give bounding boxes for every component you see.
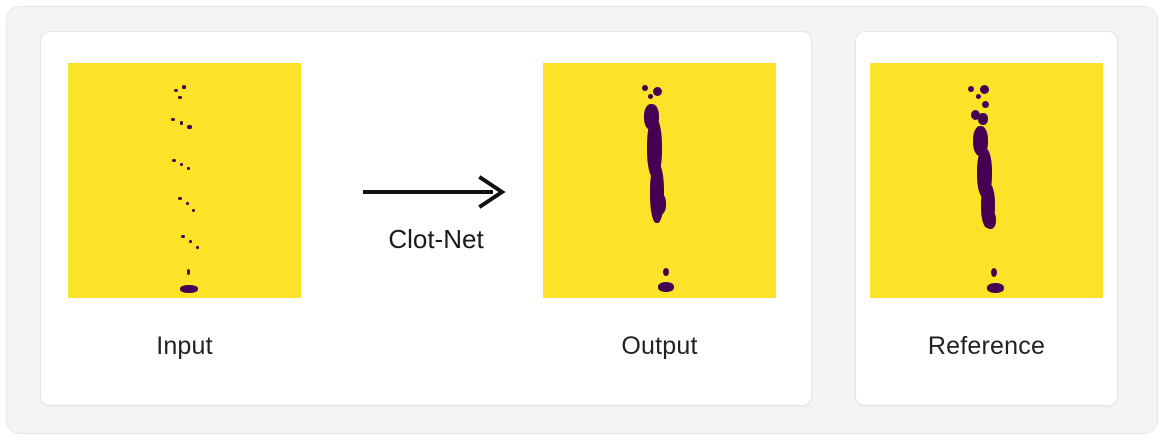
mask-blob (186, 202, 189, 205)
mask-blob (987, 283, 1004, 293)
mask-blob (971, 110, 980, 120)
mask-blob (192, 209, 195, 212)
pipeline-card: Input Clot-Net Output (40, 31, 812, 406)
mask-blob (642, 85, 648, 91)
mask-blob (982, 101, 989, 108)
mask-blob (178, 197, 182, 200)
reference-caption: Reference (927, 332, 1046, 360)
mask-blob (187, 269, 190, 275)
mask-blob (187, 125, 192, 129)
mask-blob (189, 240, 192, 243)
transform-annotation: Clot-Net (351, 172, 521, 292)
mask-blob (658, 282, 674, 292)
mask-blob (187, 167, 190, 170)
mask-blob (653, 193, 666, 215)
panel-input: Input (68, 63, 301, 359)
mask-blob (663, 268, 669, 276)
transform-label: Clot-Net (388, 224, 484, 254)
mask-blob (180, 121, 183, 125)
input-caption: Input (156, 332, 213, 360)
input-mask-image (68, 63, 301, 298)
arrow-right-icon (363, 175, 506, 209)
panel-output: Output (543, 63, 776, 359)
mask-blob (180, 285, 198, 293)
mask-blob (181, 235, 185, 238)
mask-blob (171, 118, 175, 121)
mask-blob (172, 159, 176, 162)
mask-blob (991, 268, 997, 277)
mask-blob (178, 96, 182, 99)
mask-blob (648, 94, 653, 99)
reference-mask-image (870, 63, 1103, 298)
panel-reference: Reference (870, 63, 1103, 359)
mask-blob (978, 113, 988, 125)
output-mask-image (543, 63, 776, 298)
mask-blob (180, 163, 183, 166)
mask-blob (968, 86, 974, 92)
mask-blob (976, 94, 981, 99)
output-caption: Output (621, 332, 698, 360)
mask-blob (985, 211, 996, 229)
mask-blob (182, 85, 186, 89)
reference-card: Reference (855, 31, 1118, 406)
mask-blob (196, 246, 199, 249)
mask-blob (653, 87, 662, 96)
mask-blob (980, 85, 989, 94)
mask-blob (174, 89, 178, 92)
